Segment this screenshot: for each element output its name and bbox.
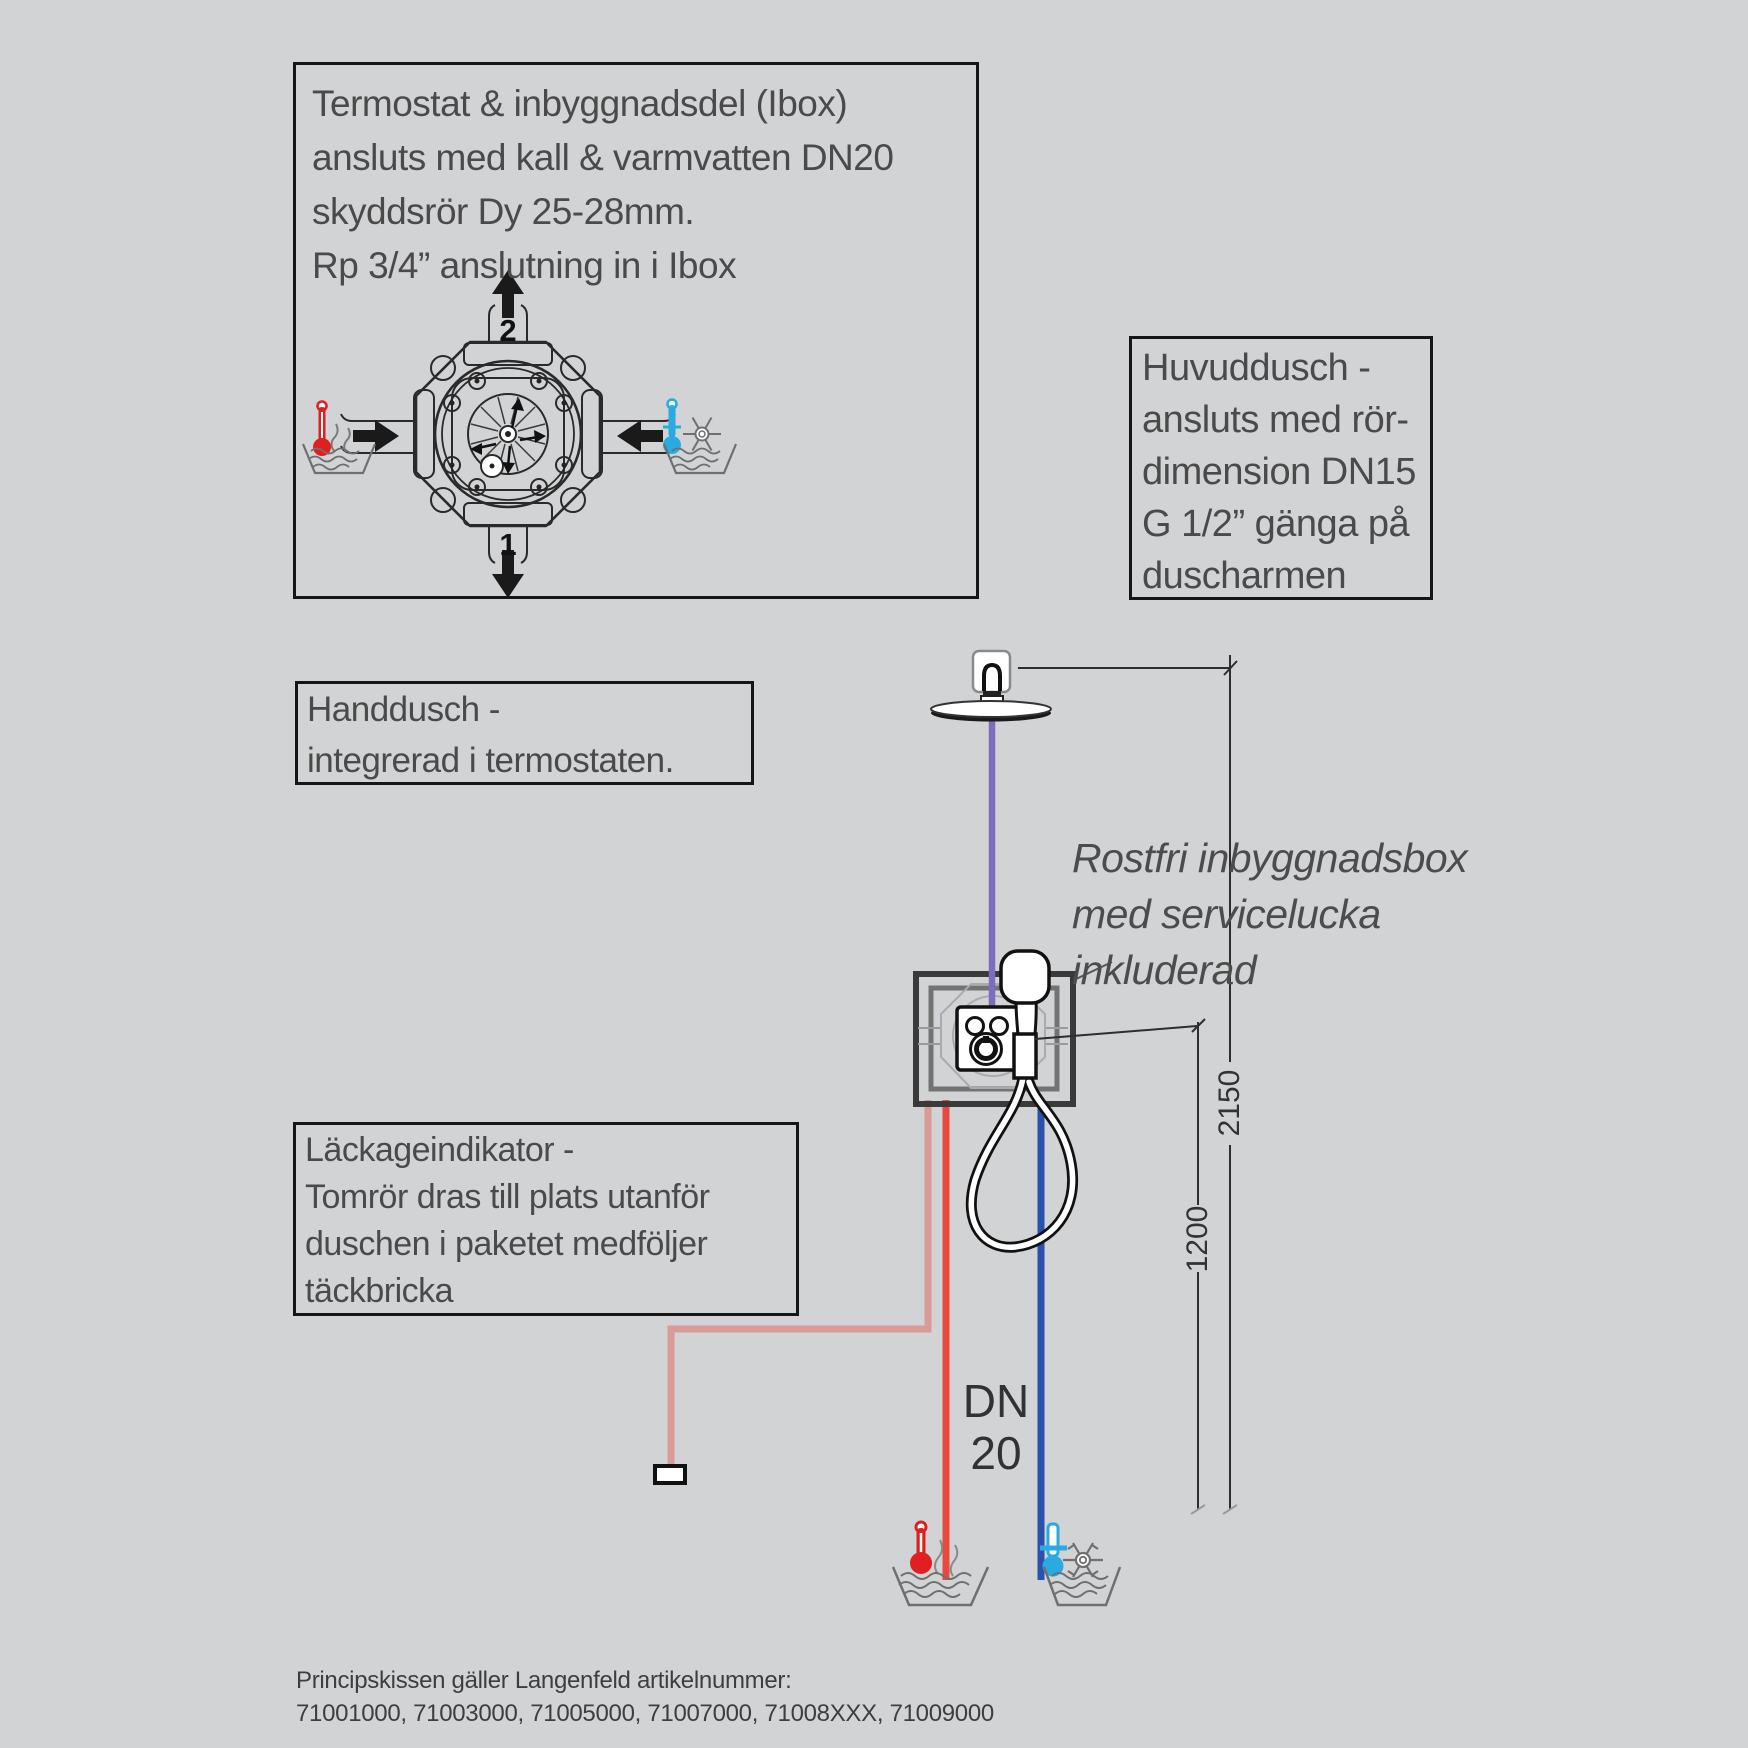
arrow-left-icon — [617, 420, 663, 452]
callout-termostat: Termostat & inbyggnadsdel (Ibox) ansluts… — [293, 62, 979, 599]
callout-huvuddusch-line: ansluts med rör- — [1142, 399, 1409, 441]
callout-huvuddusch-line: duscharmen — [1142, 555, 1347, 597]
hand-shower-holder — [1012, 1032, 1038, 1080]
pipe-dn20-line: DN — [962, 1375, 1030, 1427]
callout-lackage-line: duschen i paketet medföljer — [305, 1225, 708, 1263]
callout-termostat-line: Rp 3/4” anslutning in i Ibox — [312, 245, 737, 286]
ibox-outlet-1-label: 1 — [499, 527, 517, 562]
callout-handdusch: Handdusch - integrerad i termostaten. — [295, 681, 754, 785]
callout-huvuddusch: Huvuddusch - ansluts med rör- dimension … — [1129, 336, 1433, 600]
hot-water-thermometer-icon — [891, 1520, 990, 1607]
callout-termostat-line: skyddsrör Dy 25-28mm. — [312, 191, 695, 232]
callout-lackage-line: Läckageindikator - — [305, 1131, 574, 1169]
note-line: inkluderad — [1072, 947, 1257, 993]
dimension-1200-label: 1200 — [1181, 1205, 1214, 1273]
ibox-installation-unit-icon — [340, 304, 676, 564]
arrow-up-icon — [492, 270, 524, 318]
note-line: Rostfri inbyggnadsbox — [1072, 835, 1468, 881]
hot-water-thermometer-icon — [301, 400, 377, 475]
callout-huvuddusch-line: G 1/2” gänga på — [1142, 503, 1410, 545]
cover-plate-icon — [653, 1464, 687, 1485]
note-line: med servicelucka — [1072, 891, 1381, 937]
callout-handdusch-line: integrerad i termostaten. — [307, 741, 674, 780]
footer-article-numbers: Principskissen gäller Langenfeld artikel… — [296, 1664, 994, 1730]
pipe-dn20-label: DN 20 — [921, 1375, 1071, 1479]
note-inbyggnadsbox: Rostfri inbyggnadsbox med servicelucka i… — [1072, 830, 1468, 998]
callout-handdusch-line: Handdusch - — [307, 690, 500, 729]
hand-shower-icon — [965, 949, 1078, 1253]
overhead-shower-icon — [930, 649, 1052, 722]
dimension-2150-label: 2150 — [1213, 1069, 1246, 1137]
cold-water-snowflake-icon — [662, 398, 738, 475]
ibox-outlet-2-label: 2 — [499, 313, 517, 348]
arrow-down-icon — [492, 550, 524, 598]
cold-water-snowflake-icon — [1040, 1522, 1122, 1607]
footer-line: 71001000, 71003000, 71005000, 71007000, … — [296, 1700, 994, 1727]
note-leader-line — [1075, 961, 1113, 980]
flow-arrow-icons — [353, 270, 663, 598]
footer-line: Principskissen gäller Langenfeld artikel… — [296, 1667, 792, 1694]
callout-lackage-line: täckbricka — [305, 1272, 454, 1310]
pipe-dn20-line: 20 — [970, 1427, 1022, 1479]
leak-indicator-pipe — [667, 1100, 932, 1466]
callout-huvuddusch-line: dimension DN15 — [1142, 451, 1416, 493]
callout-huvuddusch-line: Huvuddusch - — [1142, 347, 1371, 389]
callout-termostat-line: ansluts med kall & varmvatten DN20 — [312, 137, 894, 178]
dimension-lines — [1018, 655, 1238, 1515]
callout-lackageindikator: Läckageindikator - Tomrör dras till plat… — [293, 1122, 799, 1316]
arrow-right-icon — [353, 420, 399, 452]
callout-lackage-line: Tomrör dras till plats utanför — [305, 1178, 710, 1216]
thermostat-faceplate — [955, 1005, 1020, 1072]
callout-termostat-line: Termostat & inbyggnadsdel (Ibox) — [312, 83, 848, 124]
